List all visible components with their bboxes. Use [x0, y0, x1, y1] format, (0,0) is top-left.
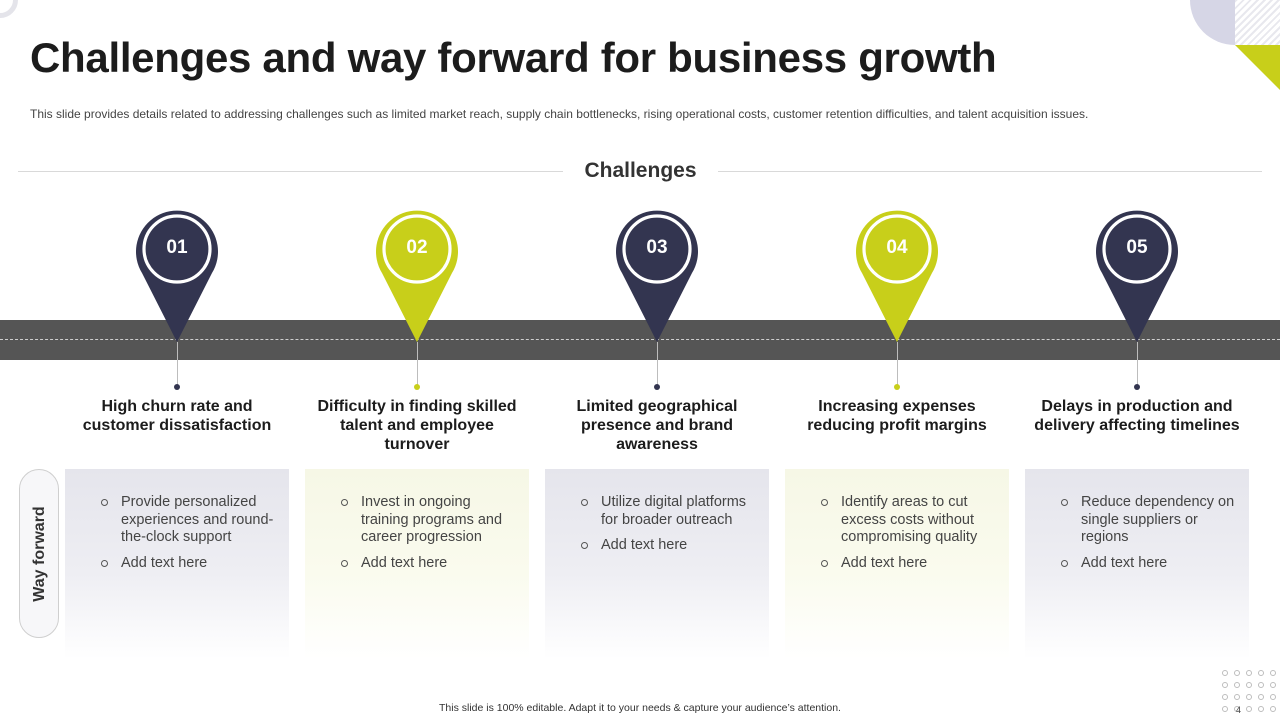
- way-forward-label: Way forward: [31, 506, 48, 602]
- way-forward-card: Invest in ongoing training programs and …: [305, 469, 529, 659]
- way-forward-bullet: Identify areas to cut excess costs witho…: [821, 494, 995, 547]
- way-forward-bullet: Add text here: [101, 555, 275, 573]
- grid-dot: [1246, 694, 1252, 700]
- road-center-line: [0, 339, 1280, 340]
- grid-dot: [1258, 682, 1264, 688]
- grid-dot: [1222, 670, 1228, 676]
- grid-dot: [1270, 682, 1276, 688]
- connector-dot: [414, 384, 420, 390]
- grid-dot: [1246, 706, 1252, 712]
- way-forward-bullet: Add text here: [581, 537, 755, 555]
- hatch-pattern: [1235, 0, 1280, 45]
- map-pin-icon: [616, 210, 698, 342]
- grid-dot: [1234, 694, 1240, 700]
- way-forward-bullet: Utilize digital platforms for broader ou…: [581, 494, 755, 529]
- way-forward-card: Identify areas to cut excess costs witho…: [785, 469, 1009, 659]
- grid-dot: [1270, 694, 1276, 700]
- way-forward-card: Provide personalized experiences and rou…: [65, 469, 289, 659]
- grid-dot: [1222, 694, 1228, 700]
- connector-dot: [1134, 384, 1140, 390]
- challenge-label: Limited geographical presence and brand …: [576, 398, 738, 453]
- challenges-heading: Challenges: [584, 159, 697, 182]
- map-pin-icon: [136, 210, 218, 342]
- way-forward-card: Reduce dependency on single suppliers or…: [1025, 469, 1249, 659]
- corner-geometric-decoration: [1190, 0, 1280, 90]
- page-number: 4: [1236, 705, 1242, 715]
- pin-number: 03: [646, 237, 668, 258]
- pin-number: 02: [406, 237, 428, 258]
- connector-dot: [894, 384, 900, 390]
- map-pin-icon: [376, 210, 458, 342]
- grid-dot: [1258, 706, 1264, 712]
- map-pin-marker: 05: [1096, 210, 1178, 344]
- grid-dot: [1246, 682, 1252, 688]
- way-forward-bullet: Provide personalized experiences and rou…: [101, 494, 275, 547]
- grid-dot: [1246, 670, 1252, 676]
- heading-divider-right: [718, 171, 1262, 172]
- map-pin-marker: 02: [376, 210, 458, 344]
- dot-grid-decoration: [1222, 670, 1280, 720]
- grid-dot: [1234, 670, 1240, 676]
- lime-triangle: [1235, 45, 1280, 90]
- slide-title: Challenges and way forward for business …: [30, 34, 997, 81]
- grid-dot: [1258, 670, 1264, 676]
- way-forward-bullet: Invest in ongoing training programs and …: [341, 494, 515, 547]
- map-pin-marker: 03: [616, 210, 698, 344]
- connector-line: [1137, 342, 1138, 386]
- pin-number: 01: [166, 237, 188, 258]
- way-forward-tab: Way forward: [19, 469, 59, 638]
- challenge-label: Increasing expenses reducing profit marg…: [807, 398, 987, 434]
- heading-divider-left: [18, 171, 563, 172]
- map-pin-marker: 01: [136, 210, 218, 344]
- map-pin-icon: [856, 210, 938, 342]
- road-band: [0, 320, 1280, 360]
- footer-note: This slide is 100% editable. Adapt it to…: [439, 702, 841, 714]
- challenge-label: Difficulty in finding skilled talent and…: [317, 398, 517, 453]
- grid-dot: [1222, 682, 1228, 688]
- connector-line: [897, 342, 898, 386]
- way-forward-bullet: Add text here: [821, 555, 995, 573]
- grid-dot: [1270, 670, 1276, 676]
- connector-line: [417, 342, 418, 386]
- connector-line: [657, 342, 658, 386]
- grid-dot: [1234, 682, 1240, 688]
- connector-dot: [654, 384, 660, 390]
- slide-subtitle: This slide provides details related to a…: [30, 107, 1089, 121]
- grid-dot: [1258, 694, 1264, 700]
- grid-dot: [1234, 706, 1240, 712]
- challenge-label: Delays in production and delivery affect…: [1034, 398, 1240, 434]
- connector-line: [177, 342, 178, 386]
- way-forward-bullet: Reduce dependency on single suppliers or…: [1061, 494, 1235, 547]
- pin-number: 04: [886, 237, 908, 258]
- way-forward-bullet: Add text here: [1061, 555, 1235, 573]
- way-forward-bullet: Add text here: [341, 555, 515, 573]
- map-pin-icon: [1096, 210, 1178, 342]
- grid-dot: [1270, 706, 1276, 712]
- grid-dot: [1222, 706, 1228, 712]
- way-forward-card: Utilize digital platforms for broader ou…: [545, 469, 769, 659]
- challenge-label: High churn rate and customer dissatisfac…: [82, 398, 272, 434]
- corner-ring-decoration: [0, 0, 18, 18]
- pin-number: 05: [1126, 237, 1148, 258]
- connector-dot: [174, 384, 180, 390]
- map-pin-marker: 04: [856, 210, 938, 344]
